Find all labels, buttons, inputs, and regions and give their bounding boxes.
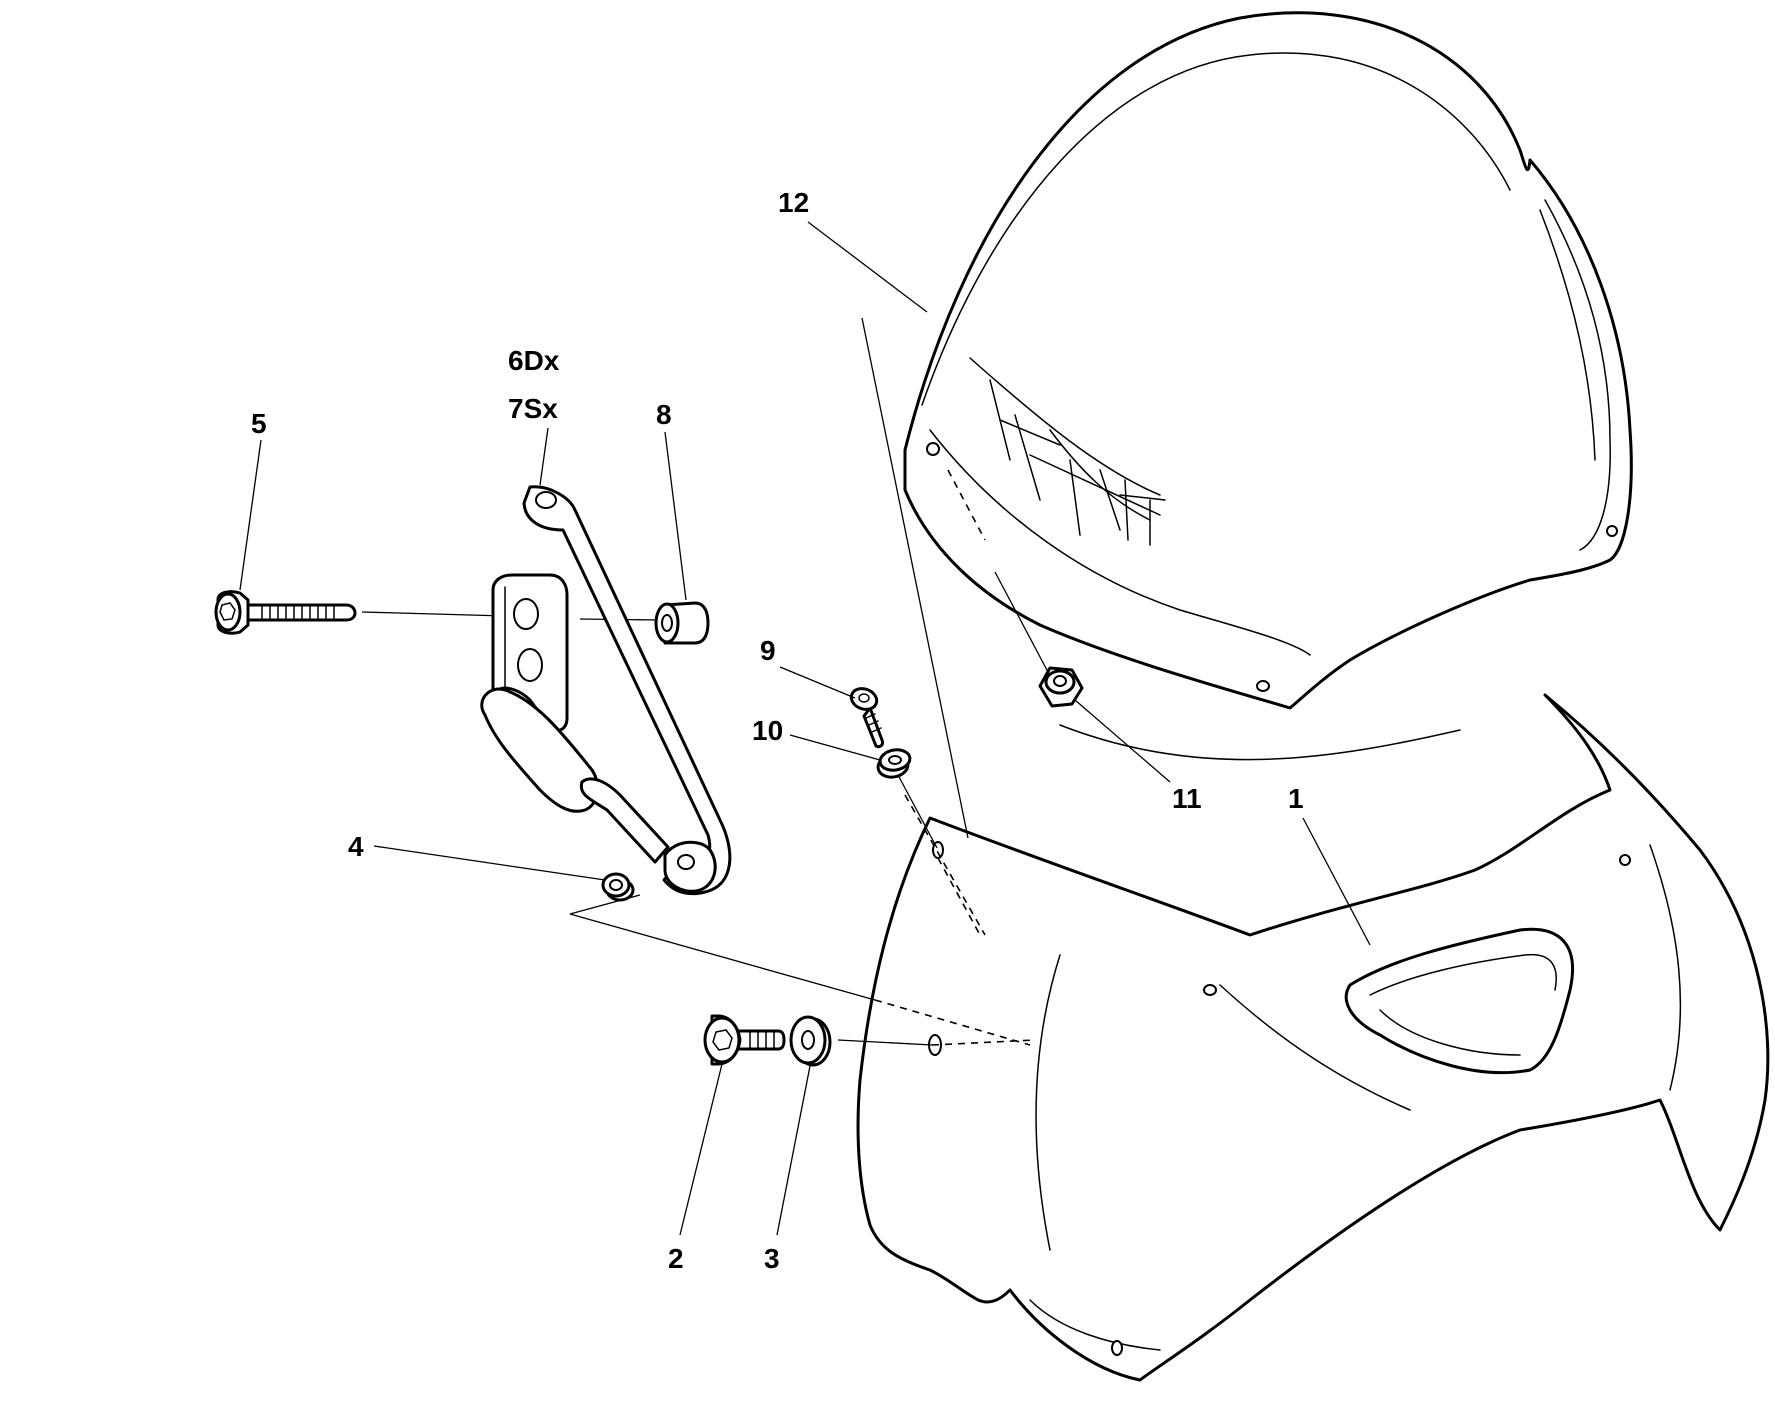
callout-6dx: 6Dx	[508, 345, 560, 376]
callout-3: 3	[764, 1243, 780, 1274]
screw-small	[849, 687, 884, 749]
mirror-bracket	[480, 485, 732, 896]
callout-11: 11	[1172, 783, 1202, 814]
callout-1: 1	[1288, 783, 1304, 814]
callout-5: 5	[251, 408, 267, 439]
callout-8: 8	[656, 399, 672, 430]
spacer	[654, 601, 710, 645]
screw-flanged	[703, 1014, 786, 1066]
callout-4: 4	[348, 831, 364, 862]
callout-9: 9	[760, 635, 776, 666]
callout-7sx: 7Sx	[508, 393, 558, 424]
callout-10: 10	[752, 715, 783, 746]
callout-2: 2	[668, 1243, 684, 1274]
assembly-lines	[361, 317, 1049, 1046]
screw-long	[214, 590, 357, 635]
callout-labels: 1 2 3 4 5 6Dx 7Sx 8 9 10 11 12	[251, 187, 1304, 1274]
callout-12: 12	[778, 187, 809, 218]
washer-small	[876, 748, 912, 779]
nut	[1038, 666, 1084, 708]
front-fairing	[856, 693, 1770, 1382]
washer-large	[789, 1015, 832, 1067]
windscreen	[903, 11, 1633, 710]
grommet	[601, 872, 635, 902]
callout-leaders	[239, 221, 1371, 1236]
